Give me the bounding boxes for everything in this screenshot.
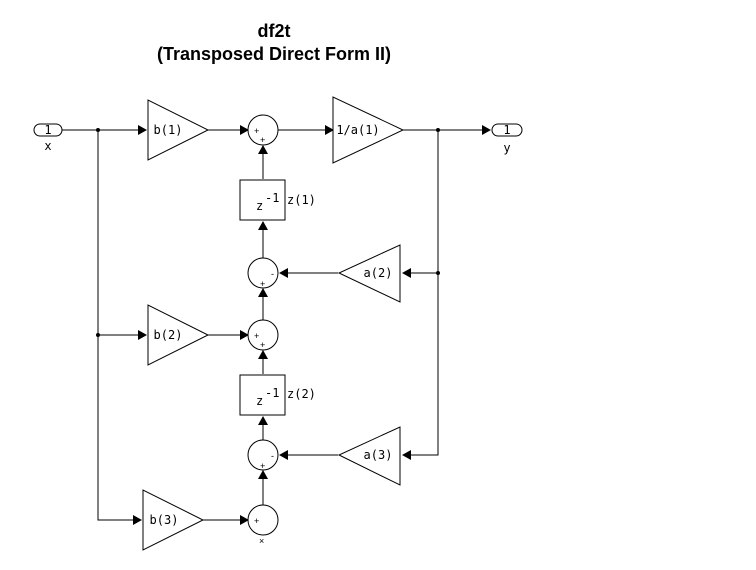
sum-block-2[interactable]: - +: [247, 257, 279, 289]
junction-dot: [436, 128, 440, 132]
junction-dot: [96, 128, 100, 132]
output-port-number: 1: [503, 123, 510, 137]
arrowhead: [258, 350, 268, 359]
sum1-sign-left: +: [254, 126, 259, 136]
sum3-sign-left: +: [254, 331, 259, 341]
delay-z2-exponent: -1: [265, 386, 279, 400]
junction-dot: [96, 333, 100, 337]
sum2-sign-right: -: [271, 269, 274, 279]
delay-z1-exponent: -1: [265, 191, 279, 205]
gain-a3-label: a(3): [364, 448, 393, 462]
delay-z1[interactable]: z -1: [239, 179, 286, 221]
arrowhead: [258, 221, 268, 230]
gain-b1[interactable]: b(1): [147, 99, 210, 161]
wire-input-bus: [97, 130, 138, 521]
input-port[interactable]: 1: [33, 123, 63, 137]
delay-z1-label: z(1): [287, 193, 316, 207]
input-port-number: 1: [44, 123, 51, 137]
gain-inv-a1[interactable]: 1/a(1): [332, 96, 405, 164]
diagram-subtitle: (Transposed Direct Form II): [157, 44, 391, 64]
gain-a3[interactable]: a(3): [337, 426, 401, 486]
delay-z2-base: z: [256, 394, 263, 408]
arrowhead: [402, 268, 411, 278]
sum-block-3[interactable]: + +: [247, 319, 279, 351]
diagram-title: df2t: [258, 21, 291, 41]
arrowhead: [133, 515, 142, 525]
sum-block-5[interactable]: + ×: [247, 504, 279, 546]
arrowhead: [258, 416, 268, 425]
sum4-sign-bottom: +: [260, 461, 265, 471]
gain-b2-label: b(2): [154, 328, 183, 342]
sum1-sign-bottom: +: [260, 135, 265, 145]
input-port-label: x: [44, 139, 51, 153]
gain-b1-label: b(1): [154, 123, 183, 137]
sum5-sign-left: +: [254, 516, 259, 526]
sum3-sign-bottom: +: [260, 340, 265, 350]
arrowhead: [258, 470, 268, 479]
arrowhead: [325, 125, 334, 135]
output-port-label: y: [503, 141, 510, 155]
gain-a2[interactable]: a(2): [337, 244, 401, 303]
sum-block-1[interactable]: + +: [247, 114, 279, 146]
sum4-sign-right: -: [271, 451, 274, 461]
arrowhead: [279, 450, 288, 460]
arrowhead: [258, 145, 268, 154]
arrowhead: [258, 288, 268, 297]
arrowhead: [138, 125, 147, 135]
delay-z1-base: z: [256, 199, 263, 213]
sum2-sign-bottom: +: [260, 279, 265, 289]
delay-z2-label: z(2): [287, 387, 316, 401]
arrowhead: [240, 125, 249, 135]
gain-a2-label: a(2): [364, 266, 393, 280]
gain-b3[interactable]: b(3): [142, 489, 205, 551]
wire-feedback-bus: [411, 130, 439, 456]
arrowhead: [138, 330, 147, 340]
arrowhead: [240, 330, 249, 340]
sum5-sign-bottom: ×: [259, 536, 264, 546]
gain-b3-label: b(3): [150, 513, 179, 527]
gain-inv-a1-label: 1/a(1): [336, 123, 379, 137]
delay-z2[interactable]: z -1: [239, 374, 286, 416]
arrowhead: [279, 268, 288, 278]
arrowhead: [402, 450, 411, 460]
sum-block-4[interactable]: - +: [247, 439, 279, 471]
arrowhead: [482, 125, 491, 135]
arrowhead: [240, 515, 249, 525]
output-port[interactable]: 1: [491, 123, 523, 137]
gain-b2[interactable]: b(2): [147, 304, 210, 366]
junction-dot: [436, 271, 440, 275]
